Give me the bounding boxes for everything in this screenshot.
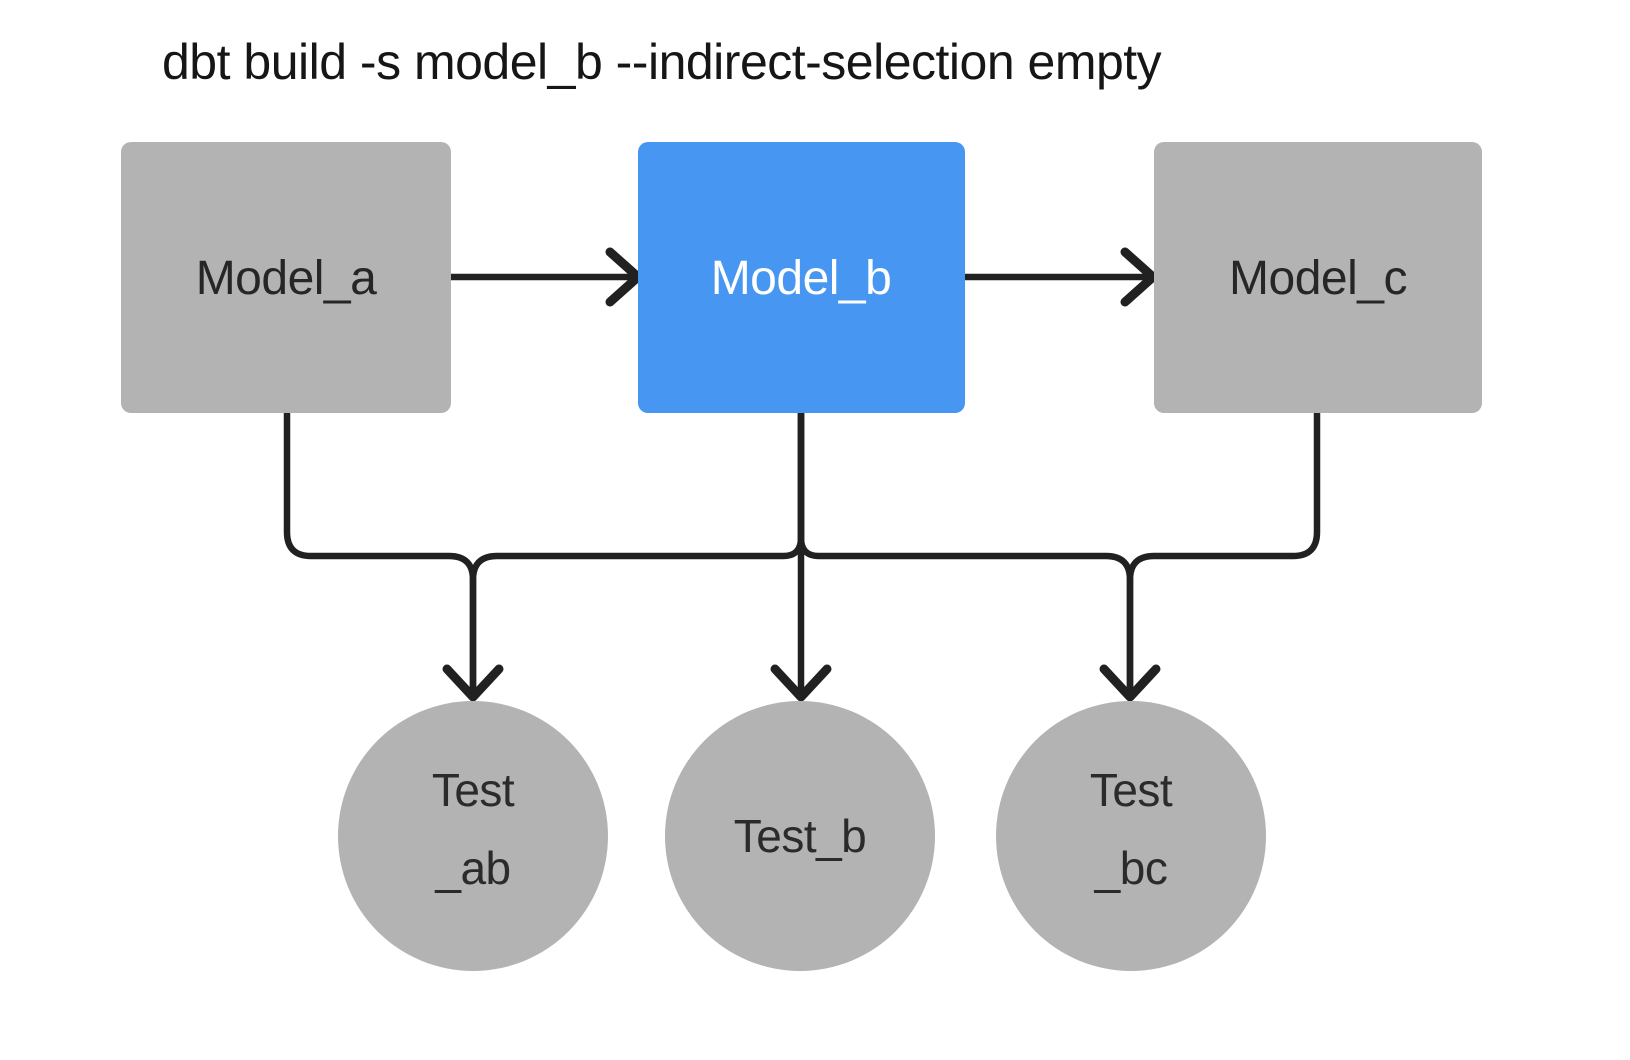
- diagram-title: dbt build -s model_b --indirect-selectio…: [162, 34, 1162, 90]
- node-test-bc-label-line2: _bc: [1094, 842, 1168, 894]
- node-test-b: Test_b: [665, 701, 935, 971]
- edge-model-b-to-test-ab: [469, 409, 805, 696]
- arrowhead-test-bc-icon: [1099, 664, 1161, 702]
- edge-model-a-to-test-ab: [283, 408, 477, 696]
- node-model-c-label: Model_c: [1229, 252, 1407, 305]
- node-test-bc: Test _bc: [996, 701, 1266, 971]
- edge-model-b-to-test-bc: [797, 409, 1134, 696]
- node-test-bc-label-line1: Test: [1090, 764, 1173, 816]
- node-model-a: Model_a: [121, 142, 451, 413]
- node-test-b-circle: [665, 701, 935, 971]
- arrowhead-test-ab-icon: [442, 664, 504, 702]
- node-model-c: Model_c: [1154, 142, 1482, 413]
- node-model-a-label: Model_a: [196, 252, 377, 305]
- node-model-b-box: [638, 142, 965, 413]
- node-test-bc-circle: [996, 701, 1266, 971]
- node-model-b-label: Model_b: [711, 252, 892, 305]
- node-test-b-label: Test_b: [734, 810, 867, 862]
- node-test-ab: Test _ab: [338, 701, 608, 971]
- node-model-a-box: [121, 142, 451, 413]
- edge-model-b-to-model-c-arrowhead-icon: [1120, 247, 1158, 307]
- node-test-ab-label-line1: Test: [432, 764, 515, 816]
- edge-model-a-to-model-b: [446, 247, 643, 307]
- edge-model-c-to-test-bc: [1126, 408, 1321, 696]
- node-test-ab-label-line2: _ab: [434, 842, 510, 894]
- node-model-b-selected: Model_b: [638, 142, 965, 413]
- arrowhead-test-b-icon: [770, 664, 832, 702]
- node-test-ab-circle: [338, 701, 608, 971]
- node-model-c-box: [1154, 142, 1482, 413]
- edge-model-b-to-model-c: [961, 247, 1158, 307]
